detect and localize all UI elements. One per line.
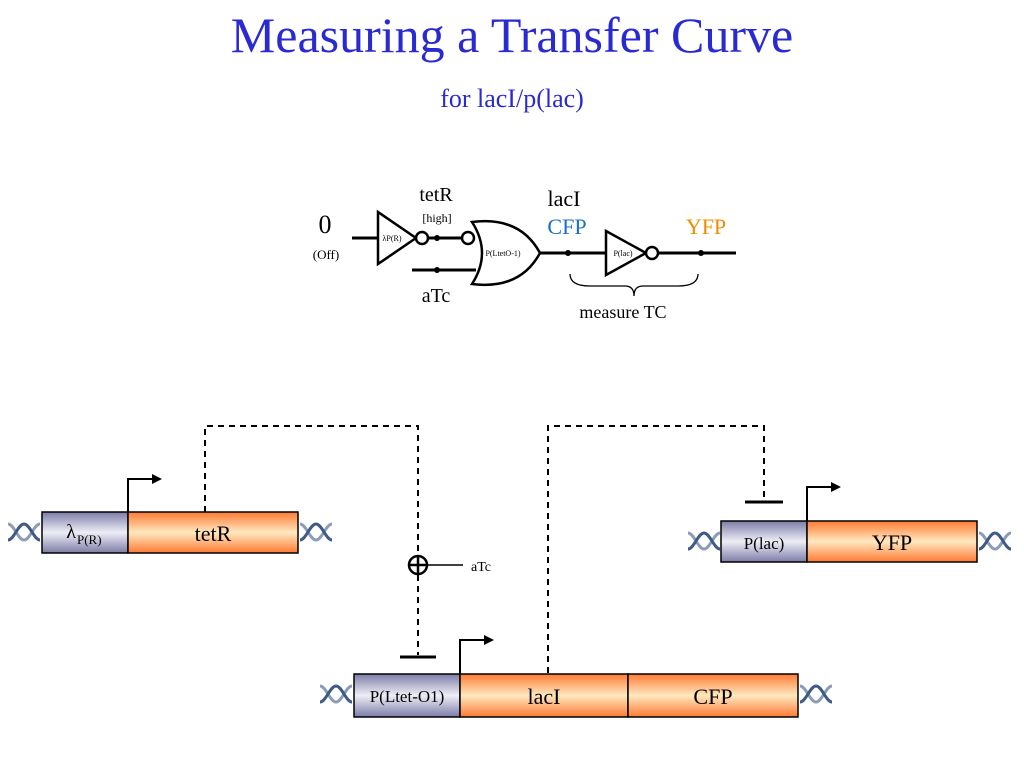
gene-yfp <box>806 520 978 563</box>
dna-helix-left-icon <box>6 522 42 542</box>
yfp-node <box>698 250 704 256</box>
promoter-pltet-label: P(Ltet-O1) <box>370 687 445 706</box>
laci-label: lacI <box>548 186 581 211</box>
cfp-node <box>565 250 571 256</box>
promoter-lambda-pr <box>41 511 129 554</box>
gene-tetr-label: tetR <box>195 521 232 546</box>
plac-gate-label: P(lac) <box>613 249 632 258</box>
or-gate-label: P(LtetO-1) <box>485 249 520 258</box>
atc-input-label: aTc <box>471 560 491 575</box>
dna-helix-right-icon <box>298 522 334 542</box>
atc-label: aTc <box>422 285 451 307</box>
or-input-bubble <box>460 230 476 246</box>
cfp-label: CFP <box>547 214 586 239</box>
promoter-arrow-3-head <box>831 482 841 492</box>
tetr-node <box>434 235 440 241</box>
lambda-pr-gate <box>376 209 419 267</box>
tetr-regulation-line <box>204 425 419 555</box>
construct-laci-cfp: P(Ltet-O1) lacI CFP <box>318 635 834 718</box>
measure-brace <box>569 273 699 297</box>
or-gate <box>469 219 542 287</box>
dna-helix-right-icon <box>977 531 1013 551</box>
measure-label: measure TC <box>579 302 666 322</box>
page-subtitle: for lacI/p(lac) <box>440 84 584 113</box>
gene-cfp-label: CFP <box>693 684 732 709</box>
gene-laci <box>459 673 629 718</box>
dna-helix-right-icon <box>798 684 834 704</box>
inverter-bubble <box>414 230 430 246</box>
promoter-arrow-3 <box>806 486 831 521</box>
dna-helix-left-icon <box>318 684 354 704</box>
logic-circuit: 0 (Off) λP(R) tetR [high] aTc P(LtetO-1)… <box>313 184 736 322</box>
regulation-lines: aTc <box>204 425 783 673</box>
plac-bubble <box>644 245 660 261</box>
lambda-pr-gate-label: λP(R) <box>383 234 402 243</box>
gene-cfp <box>627 673 799 718</box>
gene-laci-label: lacI <box>528 684 561 709</box>
construct-yfp: P(lac) YFP <box>686 482 1013 563</box>
construct-tetr: λ P(R) tetR <box>6 474 334 554</box>
gene-yfp-label: YFP <box>872 530 912 555</box>
plac-gate <box>604 228 649 278</box>
yfp-label: YFP <box>686 214 726 239</box>
promoter-arrow-1 <box>127 478 152 512</box>
promoter-plac-label: P(lac) <box>744 534 785 553</box>
input-state: (Off) <box>313 247 339 262</box>
gene-tetr <box>127 511 299 554</box>
promoter-arrow-1-head <box>152 474 162 484</box>
promoter-lambda-symbol: λ <box>66 521 76 543</box>
page-title: Measuring a Transfer Curve <box>230 7 794 63</box>
promoter-plac <box>720 520 808 563</box>
promoter-arrow-2-head <box>484 635 494 645</box>
atc-node <box>434 267 440 273</box>
tetr-label: tetR <box>419 184 453 206</box>
input-value: 0 <box>319 210 332 239</box>
promoter-lambda-sub: P(R) <box>77 532 102 547</box>
promoter-arrow-2 <box>459 639 484 674</box>
tetr-note: [high] <box>422 211 451 225</box>
dna-helix-left-icon <box>686 531 722 551</box>
laci-regulation-line <box>547 425 765 673</box>
